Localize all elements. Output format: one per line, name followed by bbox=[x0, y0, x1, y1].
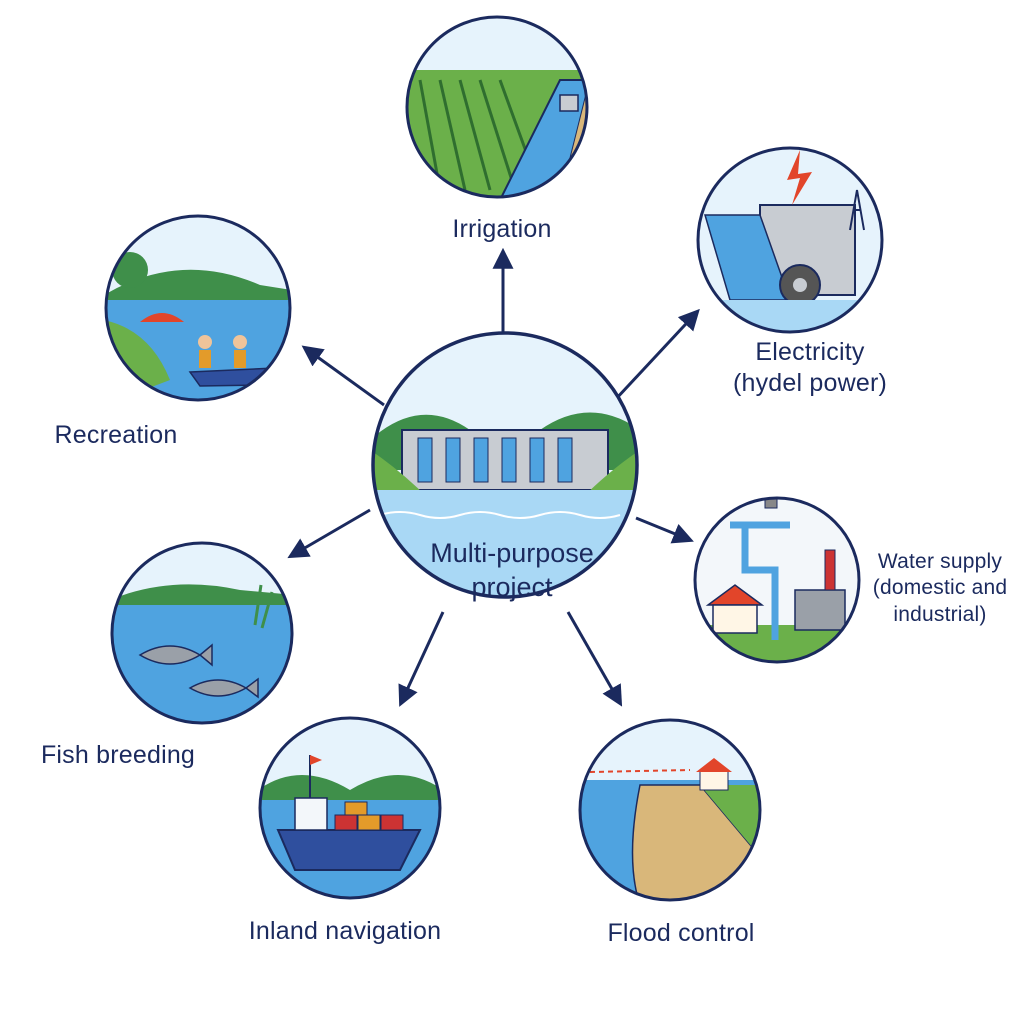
label-line: Flood control bbox=[607, 919, 755, 947]
arrow-recreation bbox=[301, 345, 385, 407]
hub-label: Multi-purpose project bbox=[430, 537, 594, 605]
water-tap-icon bbox=[693, 496, 861, 664]
label-water-supply: Water supply (domestic and industrial) bbox=[873, 549, 1008, 628]
label-line: Fish breeding bbox=[40, 741, 196, 769]
arrow-water-supply bbox=[635, 516, 694, 544]
label-flood-control: Flood control bbox=[607, 918, 754, 949]
label-line: Irrigation bbox=[452, 215, 552, 243]
label-inland-navigation: Inland navigation bbox=[249, 916, 441, 947]
label-line: industrial) bbox=[893, 602, 987, 626]
arrow-electricity bbox=[613, 308, 700, 402]
boating-icon bbox=[104, 214, 292, 402]
label-line: (hydel power) bbox=[732, 369, 888, 398]
label-line: Inland navigation bbox=[248, 917, 442, 945]
label-line: Water supply bbox=[877, 550, 1003, 573]
arrow-fish-breeding bbox=[287, 508, 371, 559]
label-line: (domestic and bbox=[872, 576, 1008, 600]
hub-label-line: Multi-purpose bbox=[430, 538, 594, 568]
label-irrigation: Irrigation bbox=[452, 214, 551, 245]
label-line: Electricity bbox=[755, 338, 865, 366]
label-line: Recreation bbox=[54, 421, 178, 449]
arrow-inland-navigation bbox=[398, 611, 445, 707]
arrow-flood-control bbox=[566, 611, 623, 707]
cargo-ship-icon bbox=[258, 716, 442, 900]
label-recreation: Recreation bbox=[55, 420, 178, 451]
embankment-icon bbox=[578, 718, 762, 902]
arrows bbox=[287, 247, 700, 707]
label-electricity: Electricity (hydel power) bbox=[733, 337, 887, 400]
fish-pond-icon bbox=[110, 541, 294, 725]
hydropower-plant-icon bbox=[696, 146, 884, 334]
hub-label-line: project bbox=[471, 571, 553, 602]
label-fish-breeding: Fish breeding bbox=[41, 740, 195, 771]
irrigation-canal-icon bbox=[405, 15, 589, 199]
